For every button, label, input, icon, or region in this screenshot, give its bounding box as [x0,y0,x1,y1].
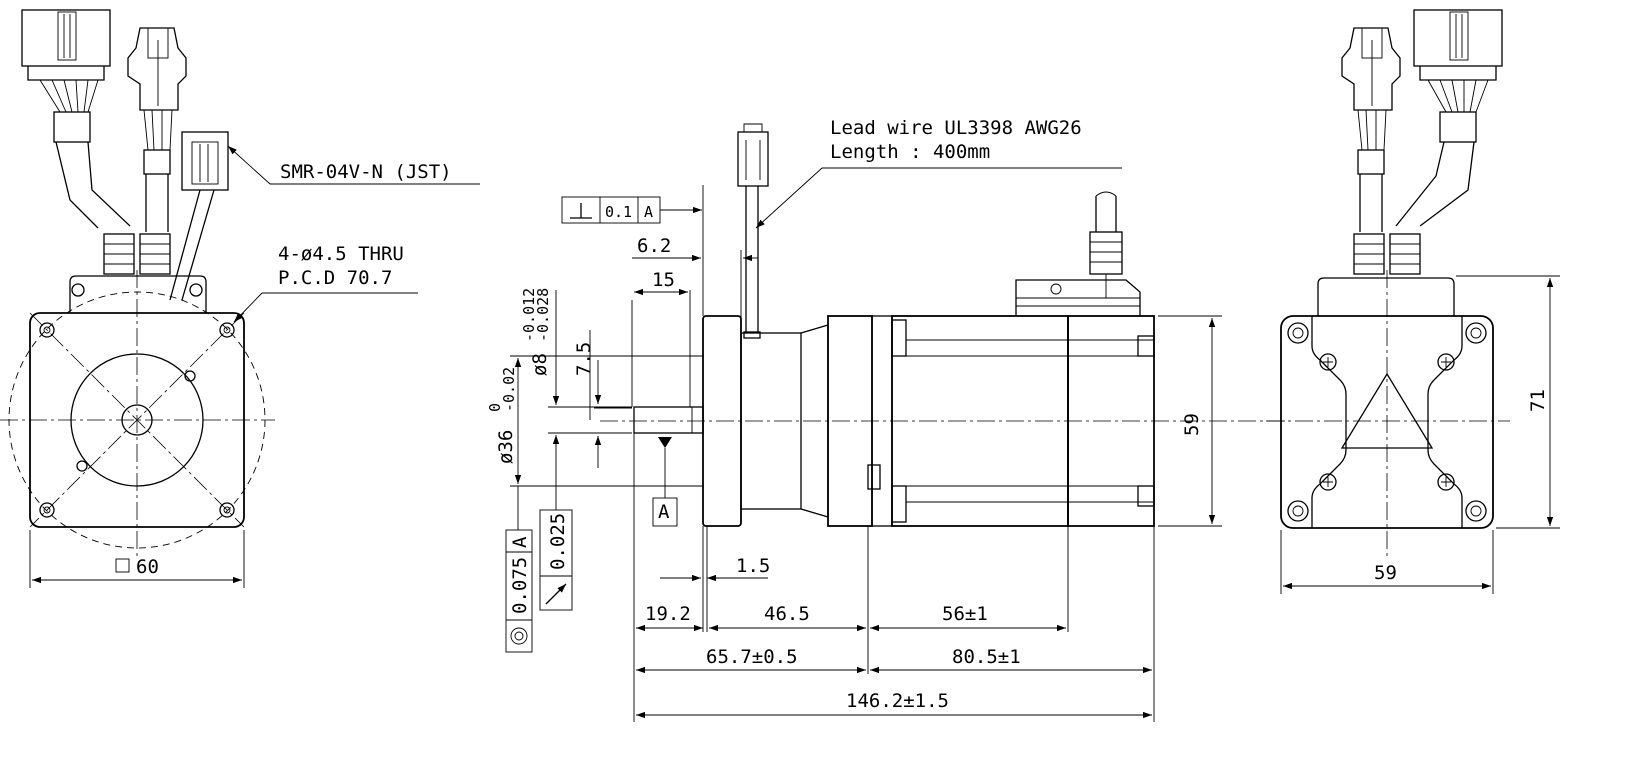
mounting-holes [39,322,235,518]
lead-wire-connector [737,123,769,339]
concentric-datum: A [509,536,531,548]
rear-holes [1287,322,1487,522]
rear-cable [1089,191,1123,298]
square-symbol [115,558,130,573]
lead-wire-line1: Lead wire UL3398 AWG26 [830,117,1082,139]
dim-56: 56±1 [942,603,988,625]
concentricity-frame: A 0.075 [505,486,533,653]
cable-glands [103,233,171,275]
dim-19-2: 19.2 [645,603,691,625]
dim-7-5: 7.5 [573,342,595,376]
runout-frame: 0.025 [539,505,573,611]
dim-15: 15 [652,269,675,291]
front-view: SMR-04V-N (JST) 4-ø4.5 THRU P.C.D 70.7 6… [0,9,480,588]
rear-width-dim: 59 [1374,562,1397,584]
perp-value: 0.1 [605,203,632,221]
rear-screws [1319,353,1455,491]
side-view: Lead wire UL3398 AWG26 Length : 400mm [486,117,1290,722]
pilot-tol-upper: 0 [486,403,504,412]
shaft-tol-lower: -0.028 [534,288,552,342]
encoder-connector [21,9,131,229]
concentric-value: 0.075 [509,557,531,614]
connector-label: SMR-04V-N (JST) [280,161,452,183]
shaft-tol-upper: -0.012 [520,288,538,342]
rear-view: 71 59 [1266,9,1560,594]
runout-value: 0.025 [547,513,569,570]
side-height-dim: 59 [1181,413,1203,436]
lead-wire-line2: Length : 400mm [830,141,990,163]
holes-callout-line2: P.C.D 70.7 [278,267,392,289]
pilot-dia: ø36 [495,430,517,464]
datum-triangle [658,437,672,448]
front-width-dim: 60 [136,556,159,578]
rear-height-dim: 71 [1527,389,1549,412]
rear-connectors [1341,9,1503,232]
rear-glands [1353,233,1421,275]
dim-6-2: 6.2 [637,235,671,257]
datum-a-label: A [658,501,670,523]
brake-connector [169,131,229,301]
perpendicularity-frame: 0.1 A [561,196,702,224]
dim-146-2: 146.2±1.5 [846,690,949,712]
power-connector [127,27,187,232]
dim-65-7: 65.7±0.5 [706,646,798,668]
perp-datum: A [644,203,653,221]
holes-callout-line1: 4-ø4.5 THRU [278,243,404,265]
dim-46-5: 46.5 [764,603,810,625]
dim-80-5: 80.5±1 [952,646,1021,668]
shaft [633,406,704,434]
dim-1-5: 1.5 [736,555,770,577]
pilot-tol-lower: -0.02 [500,367,518,412]
shaft-dia: ø8 [529,353,551,376]
